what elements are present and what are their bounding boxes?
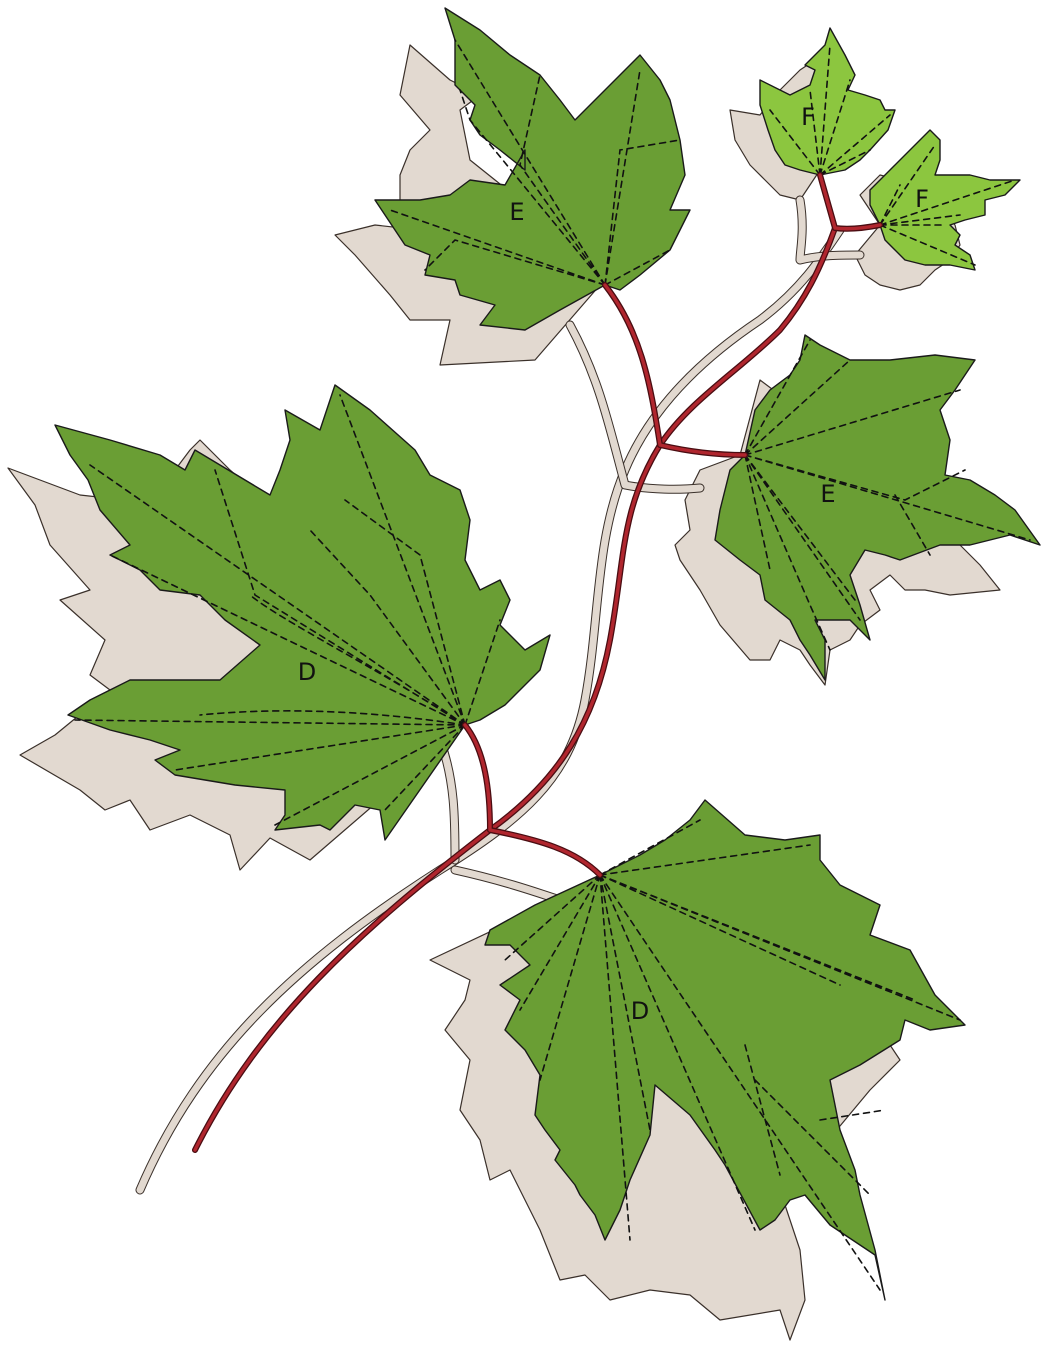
label-leaf-right-mid: E	[820, 480, 835, 508]
label-leaf-top-small: F	[801, 103, 815, 131]
label-leaf-bottom-large: D	[631, 997, 649, 1025]
label-leaf-right-small: F	[915, 185, 929, 213]
label-leaf-top-mid: E	[509, 198, 524, 226]
label-leaf-left-large: D	[298, 658, 316, 686]
